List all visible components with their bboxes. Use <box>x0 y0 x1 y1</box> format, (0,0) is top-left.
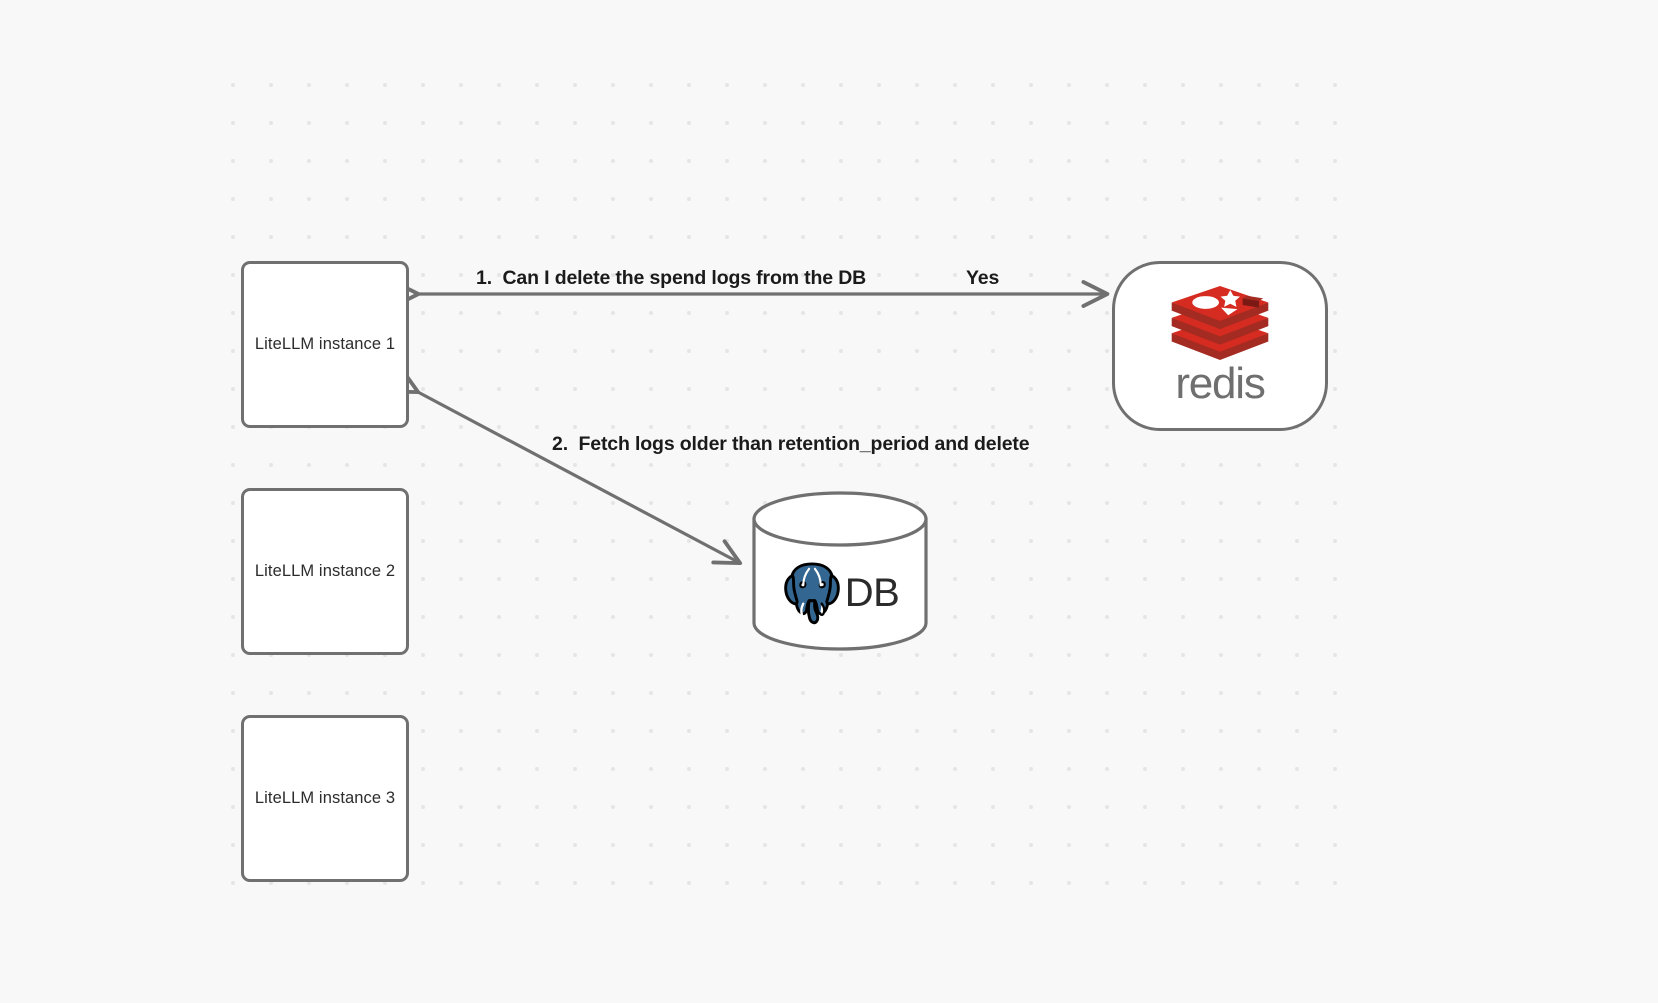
node-litellm-instance-1-label: LiteLLM instance 1 <box>254 334 396 353</box>
node-litellm-instance-3-label: LiteLLM instance 3 <box>254 788 396 807</box>
cylinder-shape-icon <box>752 491 928 651</box>
edge-llm1-db <box>389 368 743 566</box>
node-litellm-instance-2-label: LiteLLM instance 2 <box>254 561 396 580</box>
redis-wordmark: redis <box>1175 359 1266 408</box>
node-redis[interactable]: redis <box>1112 261 1328 431</box>
node-litellm-instance-3[interactable]: LiteLLM instance 3 <box>241 715 409 882</box>
node-litellm-instance-2[interactable]: LiteLLM instance 2 <box>241 488 409 655</box>
edge-label-yes: Yes <box>966 267 1000 289</box>
node-database[interactable]: DB <box>752 491 928 651</box>
node-litellm-instance-1[interactable]: LiteLLM instance 1 <box>241 261 409 428</box>
redis-logo-icon <box>1171 286 1269 360</box>
edge-label-fetch-logs: 2. Fetch logs older than retention_perio… <box>552 433 1030 455</box>
postgresql-elephant-icon <box>783 562 840 625</box>
db-label: DB <box>844 571 900 615</box>
edge-label-can-i-delete: 1. Can I delete the spend logs from the … <box>476 267 867 289</box>
